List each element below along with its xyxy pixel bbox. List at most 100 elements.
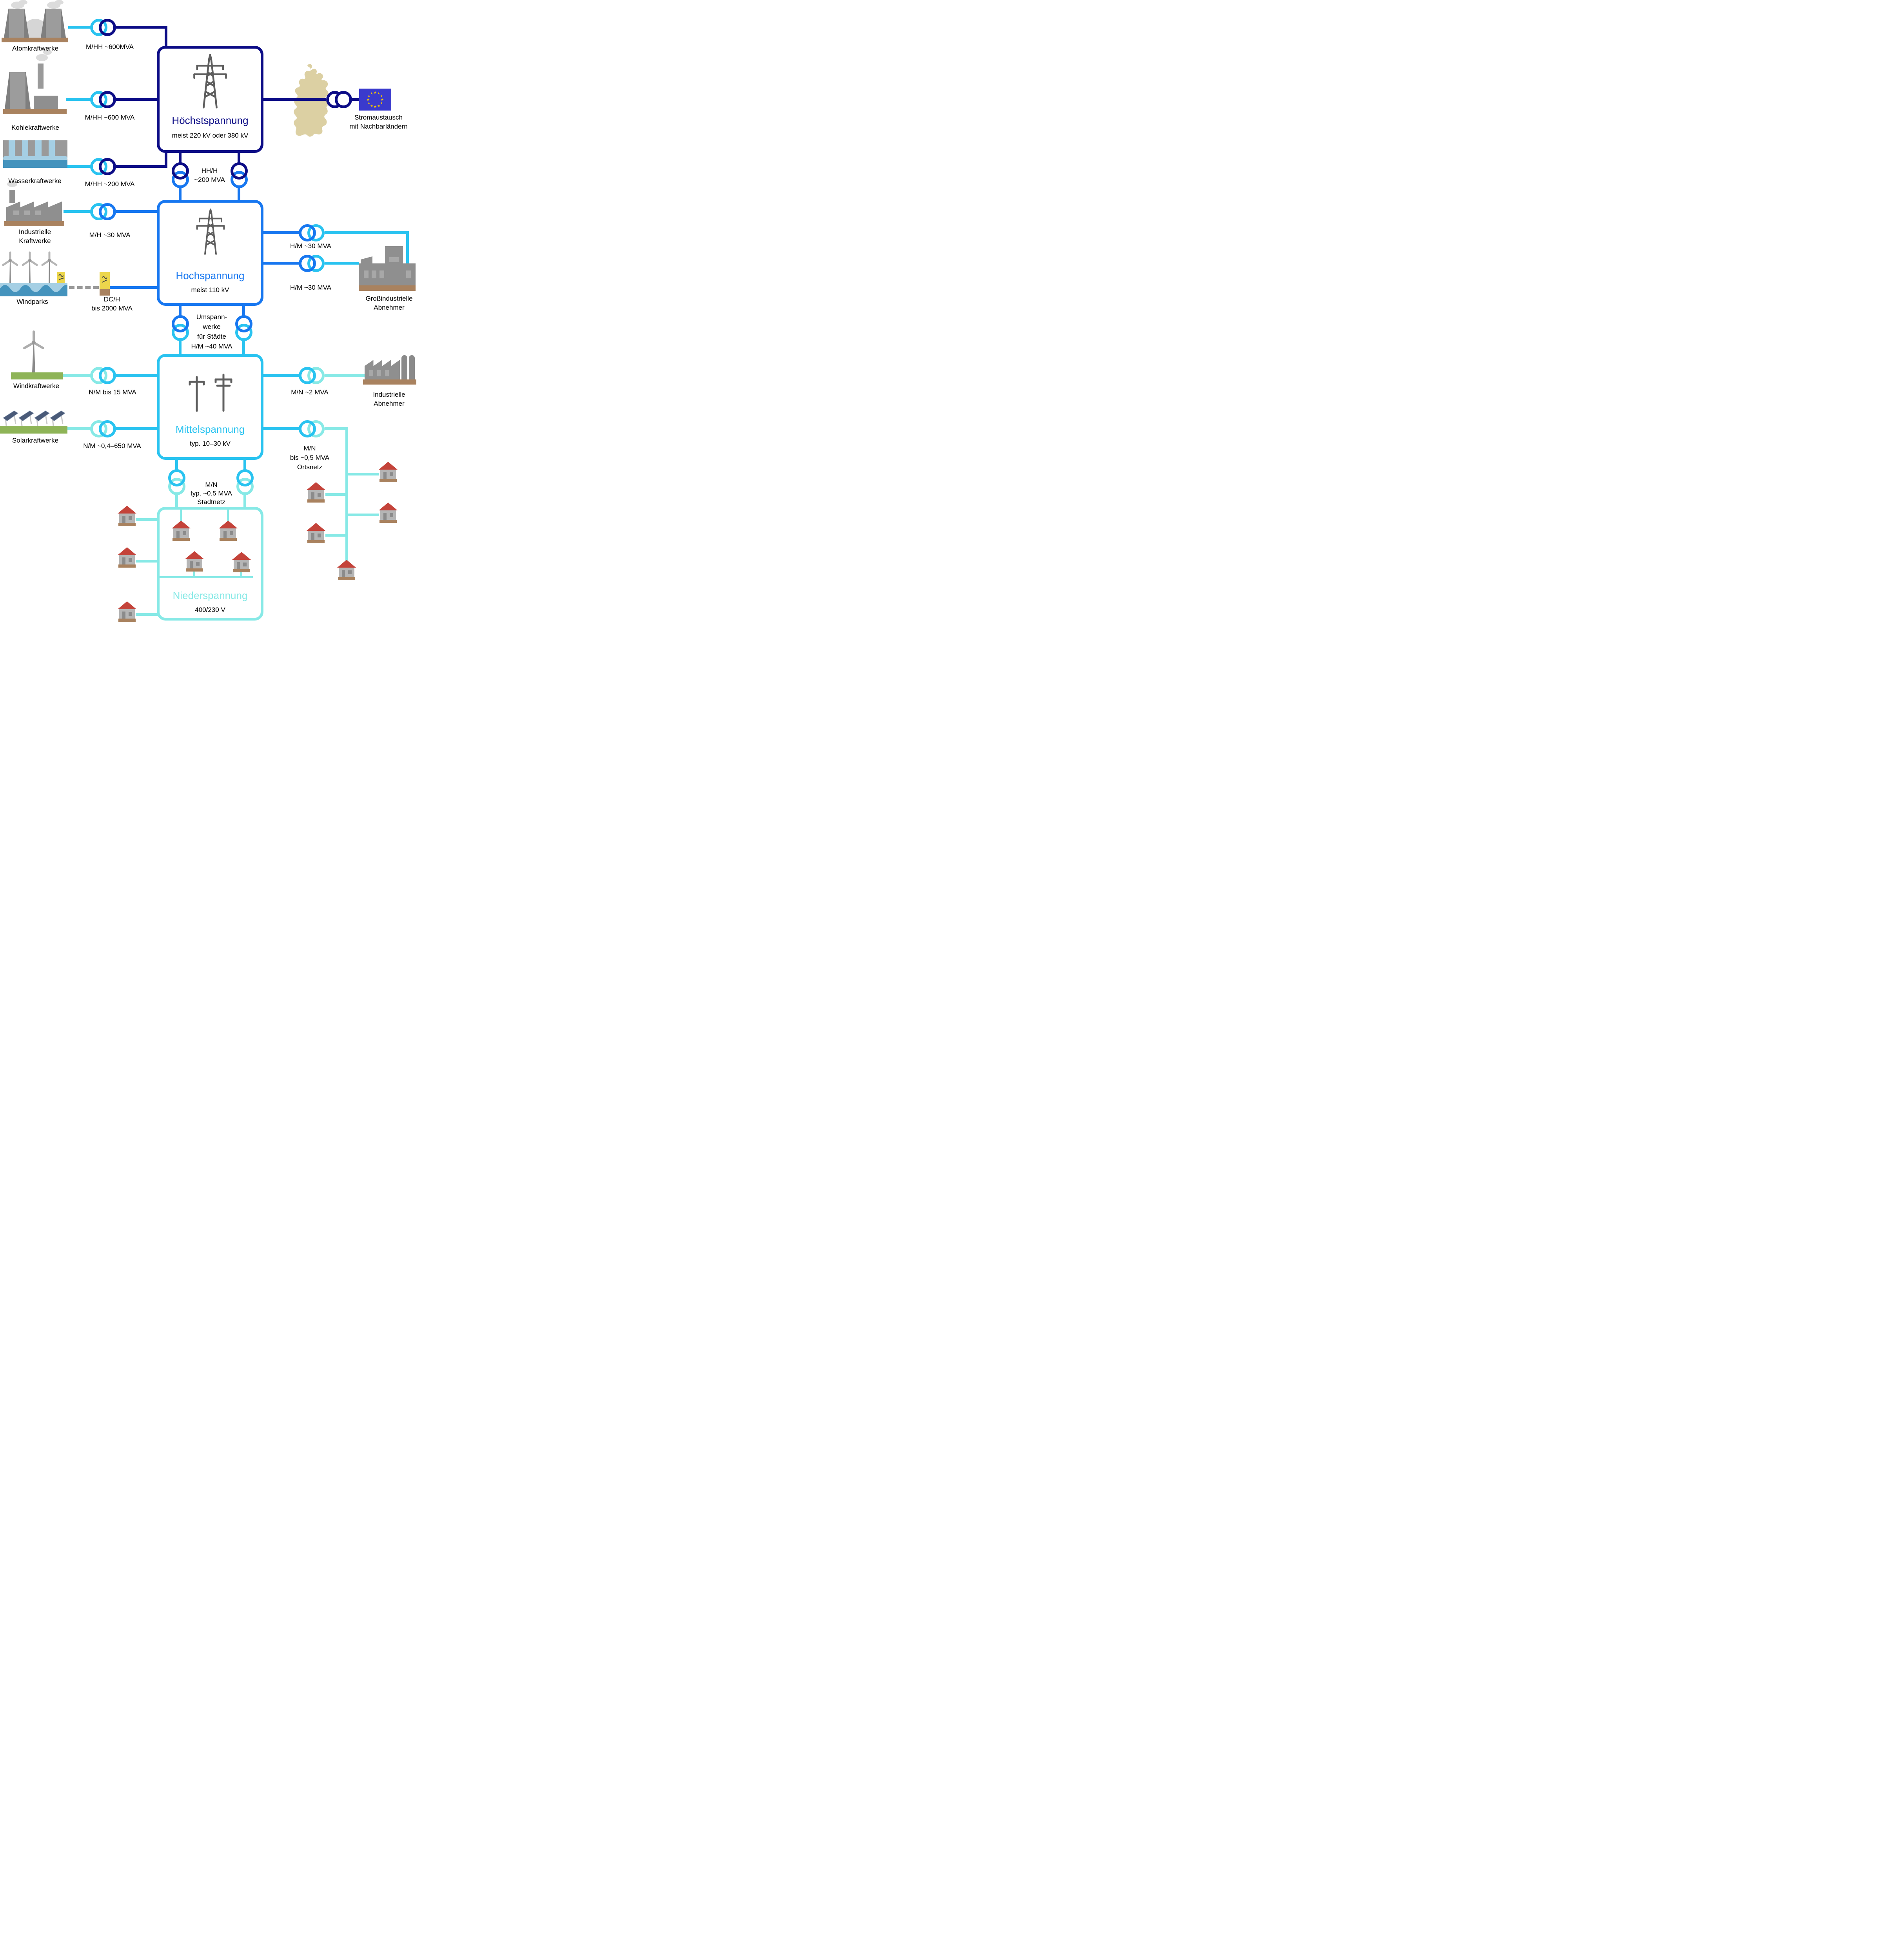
- transformer-h-m-lower-icon: [299, 255, 325, 272]
- stadtnetz-label: M/N typ. ~0.5 MVA Stadtnetz: [191, 481, 232, 506]
- nieder-drop-2: [227, 510, 229, 521]
- kohle-label: Kohlekraftwerke: [11, 124, 59, 131]
- house-icon: [219, 521, 238, 541]
- line-hhh-stem1-bottom: [179, 187, 182, 200]
- transformer-n-m-wind-icon: [90, 367, 116, 384]
- line-umspann-stem2-top: [242, 306, 245, 317]
- wasser-transformer-label: M/HH ~200 MVA: [85, 180, 135, 188]
- transformer-hh-h-2-icon: [231, 162, 248, 188]
- line-solar-to-box: [116, 427, 157, 430]
- transformer-n-m-solar-icon: [90, 420, 116, 437]
- niederspannung-title: Niederspannung: [172, 590, 248, 601]
- line-windkw-to-transformer: [63, 374, 93, 377]
- green-ground-wind: [11, 372, 63, 379]
- line-umspann-stem2-bottom: [242, 339, 245, 354]
- line-solar-to-transformer: [67, 427, 93, 430]
- house-icon: [379, 503, 398, 523]
- line-box-to-exchange: [263, 98, 326, 101]
- mittelspannung-subtitle: typ. 10–30 kV: [190, 440, 231, 447]
- indkw-transformer-label: M/H ~30 MVA: [89, 231, 131, 239]
- line-umspann-stem1-bottom: [179, 339, 182, 354]
- large-industry-building-icon: [359, 246, 416, 291]
- nuclear-plant-icon: [2, 0, 71, 43]
- line-stadt-stem1-top: [175, 460, 178, 471]
- transformer-m-hh-2-icon: [90, 91, 116, 108]
- grossindustrielle-label: Großindustrielle Abnehmer: [365, 295, 413, 311]
- svg-text:★: ★: [374, 91, 377, 95]
- line-windkw-to-box: [116, 374, 157, 377]
- offshore-windpark-icon: [0, 251, 67, 296]
- hochspannung-title: Hochspannung: [176, 270, 245, 281]
- line-stadt-stem2-top: [243, 460, 246, 471]
- svg-text:★: ★: [370, 92, 373, 96]
- ortsnetz-branch-2: [325, 493, 345, 496]
- transformer-m-n-ortsnetz-icon: [299, 420, 325, 437]
- svg-text:★: ★: [370, 104, 373, 108]
- line-hm-lower-right: [325, 262, 359, 265]
- house-icon: [118, 506, 136, 526]
- line-indkw-to-transformer: [64, 210, 93, 213]
- hm-lower-label: H/M ~30 MVA: [290, 284, 332, 291]
- line-exchange-to-flag: [351, 98, 359, 101]
- line-wasser-to-box: [116, 165, 167, 168]
- svg-text:★: ★: [367, 98, 370, 102]
- line-hhh-stem1-top: [179, 153, 182, 164]
- wasser-label: Wasserkraftwerke: [8, 177, 62, 185]
- svg-text:★: ★: [381, 98, 384, 102]
- nieder-left-branch-2: [136, 560, 158, 563]
- line-hm-upper-down: [406, 231, 409, 264]
- line-wasser-elbow: [165, 153, 167, 168]
- solar-panels-icon: [2, 407, 65, 426]
- line-atom-to-transformer: [68, 26, 93, 29]
- line-hhh-stem2-bottom: [238, 187, 240, 200]
- nieder-drop-3: [193, 571, 195, 577]
- atom-transformer-label: M/HH ~600MVA: [85, 43, 134, 51]
- industrial-plant-icon: [0, 178, 71, 227]
- transformer-exchange-icon: [326, 91, 352, 108]
- nieder-feeder: [160, 576, 253, 578]
- line-stadt-stem2-bottom: [243, 494, 246, 507]
- transmission-tower-icon: [192, 53, 228, 110]
- line-box-to-hm-upper: [263, 231, 299, 234]
- line-umspann-stem1-top: [179, 306, 182, 317]
- transformer-m-h-icon: [90, 203, 116, 220]
- line-kohle-to-transformer: [66, 98, 93, 101]
- mittelspannung-title: Mittelspannung: [175, 423, 245, 435]
- line-ortsnetz-trunk: [345, 427, 348, 562]
- windkraftwerke-label: Windkraftwerke: [13, 382, 60, 390]
- line-box-to-mn2: [263, 374, 299, 377]
- svg-text:★: ★: [367, 102, 370, 105]
- line-ortsnetz-right: [325, 427, 347, 430]
- nieder-drop-1: [180, 510, 182, 521]
- transformer-m-hh-3-icon: [90, 158, 116, 175]
- windparks-label: Windparks: [16, 298, 48, 305]
- line-mn2-to-factory: [325, 374, 365, 377]
- ortsnetz-label: M/N bis ~0,5 MVA Ortsnetz: [290, 445, 330, 471]
- svg-text:★: ★: [377, 92, 380, 96]
- green-ground-solar: [0, 426, 67, 434]
- house-icon: [185, 551, 204, 572]
- line-kohle-to-box: [116, 98, 157, 101]
- stromaustausch-label: Stromaustausch mit Nachbarländern: [349, 114, 408, 130]
- niederspannung-subtitle: 400/230 V: [195, 606, 225, 613]
- nieder-drop-4: [240, 572, 242, 577]
- line-atom-to-box: [116, 26, 167, 29]
- wind-turbine-icon: [4, 330, 63, 374]
- line-wasser-to-transformer: [67, 165, 93, 168]
- industry-consumer-icon: [363, 355, 418, 386]
- hochspannung-box: [157, 200, 263, 306]
- hoechstspannung-subtitle: meist 220 kV oder 380 kV: [172, 132, 249, 139]
- line-indkw-to-box: [116, 210, 157, 213]
- hochspannung-subtitle: meist 110 kV: [191, 286, 229, 294]
- eu-flag-icon: ★★★ ★★★ ★★★ ★★★: [359, 89, 391, 111]
- grid-voltage-diagram: Atomkraftwerke M/HH ~600MVA Höchstspannu…: [0, 0, 423, 622]
- house-icon: [232, 552, 251, 572]
- line-windpark-to-box: [110, 286, 157, 289]
- transmission-tower-2-icon: [195, 207, 226, 256]
- nieder-left-branch-3: [136, 613, 158, 616]
- ortsnetz-branch-4: [325, 534, 345, 537]
- line-stadt-stem1-bottom: [175, 494, 178, 507]
- line-box-to-hm-lower: [263, 262, 299, 265]
- svg-text:★: ★: [367, 94, 370, 98]
- transformer-h-m-upper-icon: [299, 224, 325, 241]
